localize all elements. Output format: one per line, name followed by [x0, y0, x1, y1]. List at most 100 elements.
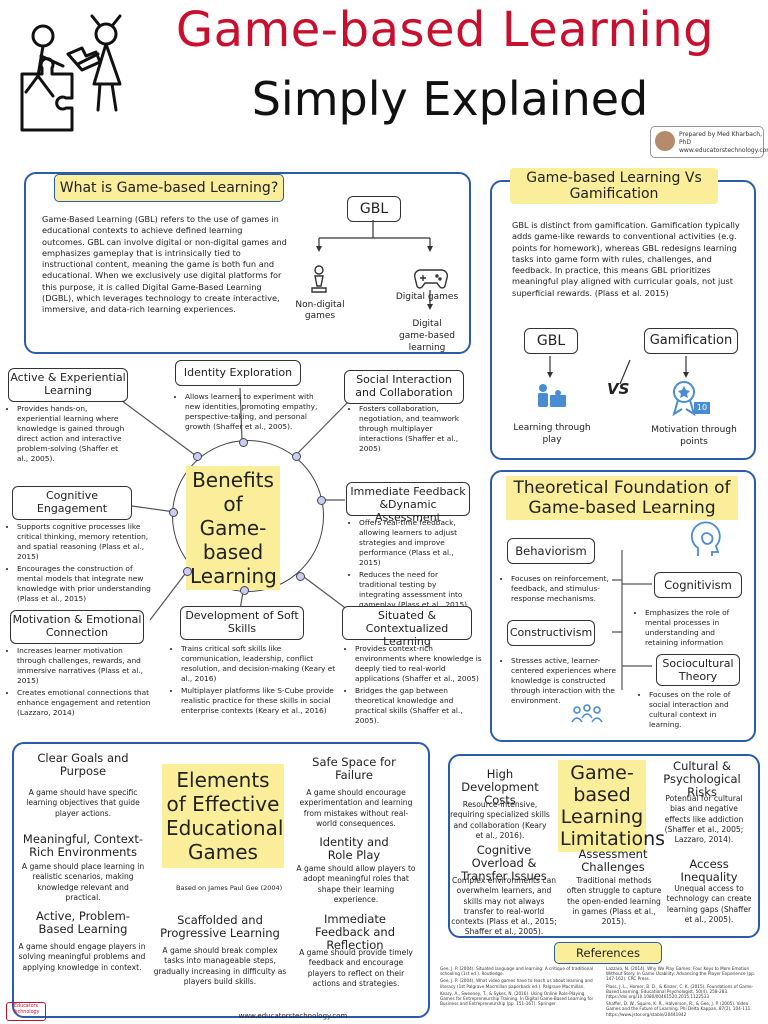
node-dot: [193, 452, 202, 461]
credit-site: www.educatorstechnology.com: [679, 147, 768, 154]
gbl-tree-lines: [316, 220, 433, 310]
element-title: Active, Problem-Based Learning: [35, 909, 131, 936]
vs-title: Game-based Learning Vs Gamification: [510, 168, 718, 204]
limitation-text: Resource-intensive, requiring specialize…: [450, 800, 550, 840]
bullet: Focuses on reinforcement, feedback, and …: [511, 574, 626, 604]
bullet: Stresses active, learner-centered experi…: [511, 656, 626, 706]
gbl-root-node: GBL: [347, 196, 401, 222]
node-dot: [240, 586, 249, 595]
node-dot: [296, 572, 305, 581]
benefit-active-title: Active & Experiential Learning: [8, 368, 128, 402]
theory-behaviorism-title: Behaviorism: [507, 538, 595, 564]
bullet: Reduces the need for traditional testing…: [359, 570, 476, 610]
benefits-connectors: [117, 387, 351, 621]
non-digital-games-label: Non-digital games: [295, 300, 345, 321]
bullet: Emphasizes the role of mental processes …: [645, 608, 750, 648]
vs-left-caption: Learning through play: [513, 423, 591, 445]
element-title: Identity and Role Play: [319, 835, 389, 862]
bullet: Provides context-rich environments where…: [355, 644, 484, 684]
node-dot: [292, 452, 301, 461]
badge-number: 10: [694, 402, 710, 414]
vs-text: GBL is distinct from gamification. Gamif…: [512, 220, 740, 298]
element-text: A game should engage players in solving …: [18, 942, 146, 972]
bullet: Allows learners to experiment with new i…: [185, 392, 320, 432]
reference-item: Plass, J. L., Homer, B. D., & Kinzer, C.…: [606, 983, 754, 1000]
element-title: Safe Space for Failure: [312, 755, 396, 782]
vs-symbol: VS: [607, 380, 630, 398]
benefit-identity-title: Identity Exploration: [175, 360, 301, 386]
page-title-line1: Game-based Learning: [175, 2, 715, 58]
theory-sociocultural-title: Sociocultural Theory: [656, 654, 740, 686]
limitations-title: Game-based Learning Limitations: [558, 760, 666, 852]
benefit-feedback-title: Immediate Feedback &Dynamic Assessment: [346, 482, 470, 524]
award-badge-icon: [672, 381, 696, 417]
bullet: Trains critical soft skills like communi…: [181, 644, 338, 684]
references-title: References: [554, 942, 662, 964]
reference-item: Keary, A., Sweeney, T., & Sykes, N. (201…: [440, 990, 594, 1007]
puzzle-kids-icon: [20, 14, 122, 132]
element-text: A game should place learning in realisti…: [21, 862, 145, 902]
theory-sociocultural-text: Focuses on the role of social interactio…: [640, 690, 746, 732]
theory-constructivism-title: Constructivism: [507, 620, 595, 646]
benefit-situated-title: Situated & Contextualized Learning: [342, 606, 472, 648]
theory-title: Theoretical Foundation of Game-based Lea…: [506, 476, 738, 520]
element-text: A game should allow players to adopt mea…: [296, 864, 416, 904]
bullet: Provides hands-on, experiential learning…: [17, 404, 128, 464]
bullet: Encourages the construction of mental mo…: [17, 564, 156, 604]
element-text: A game should encourage experimentation …: [299, 788, 413, 828]
benefit-identity-text: Allows learners to experiment with new i…: [176, 392, 320, 434]
bullet: Increases learner motivation through cha…: [17, 646, 153, 686]
page-title-line2: Simply Explained: [251, 72, 649, 126]
puzzle-people-icon: [538, 384, 566, 407]
benefit-soft-skills-text: Trains critical soft skills like communi…: [172, 644, 338, 718]
limitation-title: Assessment Challenges: [578, 847, 648, 874]
vs-gbl-label: GBL: [524, 328, 578, 354]
vs-arrows: [547, 356, 689, 385]
bullet: Fosters collaboration, negotiation, and …: [359, 404, 470, 454]
limitation-text: Unequal access to technology can create …: [666, 884, 752, 924]
theory-behaviorism-text: Focuses on reinforcement, feedback, and …: [502, 574, 626, 606]
reference-item: Gee, J. P. (2004). Situated language and…: [440, 966, 594, 977]
logo-line1: Educators: [14, 1004, 38, 1009]
theory-constructivism-text: Stresses active, learner-centered experi…: [502, 656, 626, 708]
element-title: Immediate Feedback and Reflection: [314, 912, 396, 952]
theory-cognitivism-text: Emphasizes the role of mental processes …: [636, 608, 750, 650]
bullet: Multiplayer platforms like S-Cube provid…: [181, 686, 338, 716]
gamepad-icon: [413, 269, 449, 289]
bullet: Offers real-time feedback, allowing lear…: [359, 518, 476, 568]
footer-url[interactable]: www.educatorstechnology.com: [238, 1012, 348, 1020]
element-title: Clear Goals and Purpose: [37, 751, 129, 778]
element-text: A game should have specific learning obj…: [26, 788, 140, 818]
node-dot: [183, 567, 192, 576]
bullet: Bridges the gap between theoretical know…: [355, 686, 484, 726]
benefit-soft-skills-title: Development of Soft Skills: [180, 606, 304, 640]
avatar: [655, 131, 675, 151]
limitation-title: High Development Costs: [461, 767, 539, 807]
node-dot: [169, 508, 178, 517]
theory-cognitivism-title: Cognitivism: [654, 572, 742, 598]
benefit-social-title: Social Interaction and Collaboration: [344, 370, 464, 404]
footer-logo: Educators Technology: [6, 1002, 46, 1021]
benefit-situated-text: Provides context-rich environments where…: [346, 644, 484, 728]
bullet: Creates emotional connections that enhan…: [17, 688, 153, 718]
logo-line2: Technology: [12, 1010, 40, 1015]
benefit-motivation-text: Increases learner motivation through cha…: [8, 646, 153, 720]
benefit-cognitive-title: Cognitive Engagement: [12, 486, 132, 520]
chess-pawn-icon: [311, 265, 327, 293]
limitation-text: Potential for cultural bias and negative…: [664, 794, 744, 845]
bullet: Focuses on the role of social interactio…: [649, 690, 746, 730]
limitation-text: Traditional methods often struggle to ca…: [566, 876, 662, 927]
references-right: Lazzaro, N. (2014). Why We Play Games: F…: [606, 966, 762, 1017]
benefit-active-text: Provides hands-on, experiential learning…: [8, 404, 128, 466]
element-text: A game should break complex tasks into m…: [153, 946, 287, 986]
benefits-center-title: Benefits of Game-based Learning: [186, 466, 280, 590]
elements-source: Based on James Paul Gee (2004): [176, 884, 283, 892]
limitation-title: Cognitive Overload & Transfer Issues: [461, 843, 547, 883]
reference-item: Shaffer, D. W., Squire, K. R., Halverson…: [606, 1001, 752, 1017]
vs-gamification-label: Gamification: [644, 328, 738, 354]
what-is-text: Game-Based Learning (GBL) refers to the …: [42, 214, 287, 315]
elements-title: Elements of Effective Educational Games: [162, 764, 284, 868]
credit-author: Prepared by Med Kharbach, PhD: [679, 131, 762, 146]
benefit-feedback-text: Offers real-time feedback, allowing lear…: [350, 518, 476, 612]
